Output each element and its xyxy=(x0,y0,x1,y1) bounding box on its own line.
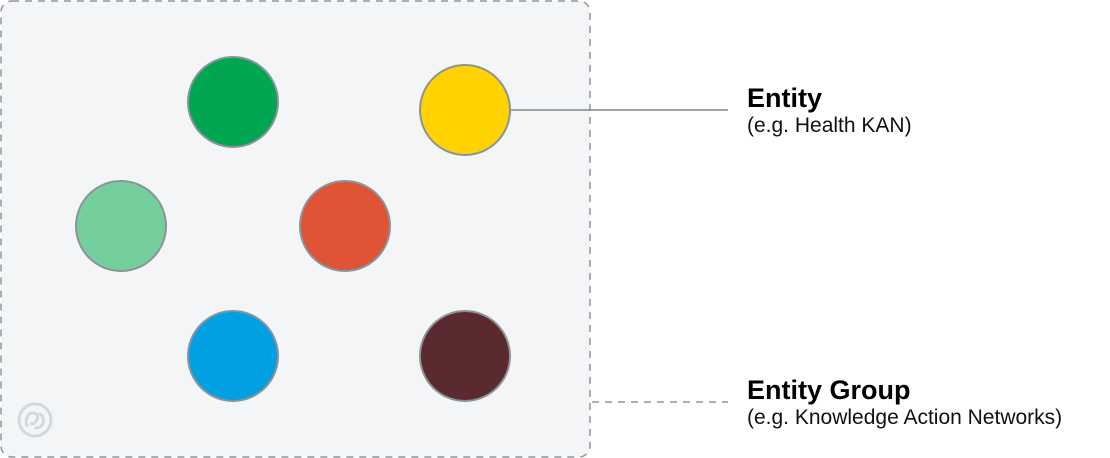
entity-group-label: Entity Group (e.g. Knowledge Action Netw… xyxy=(747,375,1062,431)
entity-circle-red-orange xyxy=(299,180,391,272)
entity-example: (e.g. Health KAN) xyxy=(747,114,912,137)
entity-circle-blue xyxy=(187,310,279,402)
entity-group-example: (e.g. Knowledge Action Networks) xyxy=(747,406,1063,429)
entity-group-title: Entity Group xyxy=(747,375,911,405)
entity-circle-dark-green xyxy=(187,56,279,148)
entity-label: Entity (e.g. Health KAN) xyxy=(747,83,912,139)
entity-circle-yellow xyxy=(419,64,511,156)
entity-circles xyxy=(75,56,511,402)
entity-circle-light-green xyxy=(75,180,167,272)
entity-title: Entity xyxy=(747,83,823,113)
ep-logo-icon xyxy=(17,402,53,438)
entity-circle-maroon xyxy=(419,310,511,402)
